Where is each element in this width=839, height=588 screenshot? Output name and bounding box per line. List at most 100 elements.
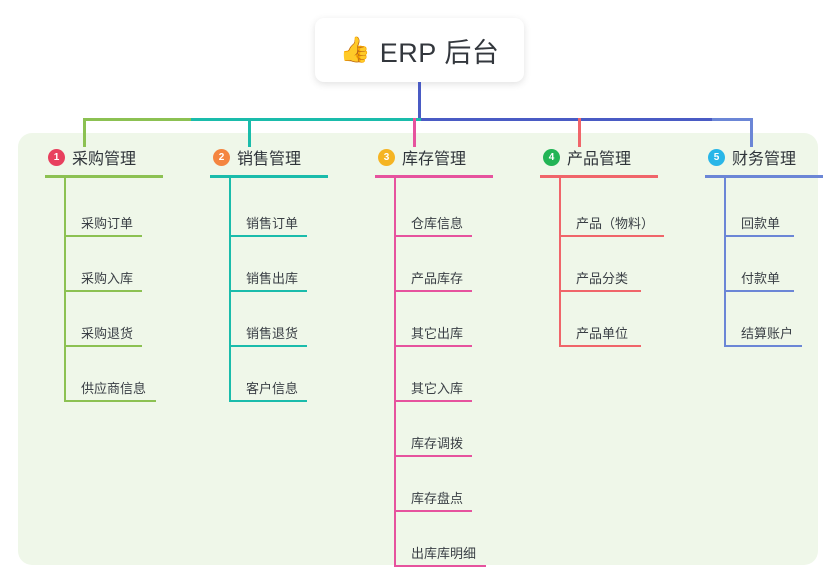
menu-item-label: 采购入库 <box>81 271 134 286</box>
category-header-3[interactable]: 3 库存管理 <box>360 140 466 174</box>
root-node-erp-backend[interactable]: 👍 ERP 后台 <box>315 18 524 82</box>
menu-item-underline <box>394 235 472 237</box>
menu-item[interactable]: 产品单位 <box>559 321 641 363</box>
menu-item[interactable]: 产品分类 <box>559 266 641 308</box>
menu-item-label: 销售订单 <box>246 216 299 231</box>
category-title-3: 库存管理 <box>402 151 467 168</box>
menu-item[interactable]: 采购退货 <box>64 321 142 363</box>
category-column-5: 5 财务管理回款单付款单结算账户 <box>690 140 823 347</box>
menu-item-label: 仓库信息 <box>411 216 464 231</box>
menu-item-label: 其它出库 <box>411 326 464 341</box>
drop-col5 <box>750 118 753 147</box>
category-title-4: 产品管理 <box>567 151 632 168</box>
menu-item[interactable]: 付款单 <box>724 266 794 308</box>
menu-item-label: 产品库存 <box>411 271 464 286</box>
menu-item-label: 出库库明细 <box>411 546 477 561</box>
menu-item-label: 产品（物料） <box>576 216 655 231</box>
bus-teal <box>191 118 423 121</box>
menu-item[interactable]: 客户信息 <box>229 376 307 418</box>
menu-item-underline <box>724 345 802 347</box>
menu-item[interactable]: 回款单 <box>724 211 794 253</box>
category-header-2[interactable]: 2 销售管理 <box>195 140 301 174</box>
category-underline-3 <box>375 175 493 178</box>
menu-item-underline <box>394 565 486 567</box>
category-title-5: 财务管理 <box>732 151 797 168</box>
menu-item-underline <box>394 400 472 402</box>
menu-item-underline <box>64 345 142 347</box>
category-underline-5 <box>705 175 823 178</box>
category-spine-4 <box>559 178 561 345</box>
category-badge-1: 1 <box>48 148 65 166</box>
menu-item[interactable]: 销售订单 <box>229 211 307 253</box>
bus-indigo <box>421 118 752 121</box>
menu-item[interactable]: 其它入库 <box>394 376 472 418</box>
category-badge-4: 4 <box>543 148 560 166</box>
menu-item-underline <box>559 345 641 347</box>
menu-item[interactable]: 销售退货 <box>229 321 307 363</box>
category-spine-5 <box>724 178 726 345</box>
menu-item[interactable]: 产品库存 <box>394 266 472 308</box>
category-column-1: 1 采购管理采购订单采购入库采购退货供应商信息 <box>30 140 163 402</box>
menu-item-underline <box>724 235 794 237</box>
category-column-4: 4 产品管理产品（物料） 产品分类产品单位 <box>525 140 664 347</box>
menu-item[interactable]: 销售出库 <box>229 266 307 308</box>
menu-item-underline <box>559 235 664 237</box>
menu-item-label: 采购订单 <box>81 216 134 231</box>
menu-item[interactable]: 采购入库 <box>64 266 142 308</box>
menu-item-underline <box>64 235 142 237</box>
drop-col2 <box>248 118 251 147</box>
category-header-4[interactable]: 4 产品管理 <box>525 140 631 174</box>
menu-item-label: 库存盘点 <box>411 491 464 506</box>
category-spine-3 <box>394 178 396 565</box>
menu-item-underline <box>394 345 472 347</box>
menu-item[interactable]: 出库库明细 <box>394 541 486 583</box>
menu-item-label: 付款单 <box>741 271 781 286</box>
menu-item-label: 库存调拨 <box>411 436 464 451</box>
menu-item-underline <box>229 290 307 292</box>
drop-col1 <box>83 118 86 147</box>
menu-item-underline <box>64 290 142 292</box>
category-column-2: 2 销售管理销售订单销售出库销售退货客户信息 <box>195 140 328 402</box>
category-header-5[interactable]: 5 财务管理 <box>690 140 796 174</box>
menu-item-label: 客户信息 <box>246 381 299 396</box>
category-title-2: 销售管理 <box>237 151 302 168</box>
category-badge-3: 3 <box>378 148 395 166</box>
menu-item[interactable]: 库存盘点 <box>394 486 472 528</box>
category-header-1[interactable]: 1 采购管理 <box>30 140 136 174</box>
category-spine-2 <box>229 178 231 400</box>
menu-item-underline <box>394 290 472 292</box>
category-column-3: 3 库存管理仓库信息产品库存其它出库其它入库库存调拨库存盘点出库库明细 <box>360 140 493 567</box>
category-badge-2: 2 <box>213 148 230 166</box>
menu-item-label: 供应商信息 <box>81 381 147 396</box>
menu-item[interactable]: 供应商信息 <box>64 376 156 418</box>
category-underline-4 <box>540 175 658 178</box>
menu-item-underline <box>559 290 641 292</box>
drop-root <box>418 82 421 121</box>
bus-green <box>83 118 193 121</box>
menu-item-underline <box>229 235 307 237</box>
menu-item[interactable]: 仓库信息 <box>394 211 472 253</box>
menu-item[interactable]: 产品（物料） <box>559 211 664 253</box>
menu-item[interactable]: 采购订单 <box>64 211 142 253</box>
category-underline-2 <box>210 175 328 178</box>
category-spine-1 <box>64 178 66 400</box>
menu-item-label: 采购退货 <box>81 326 134 341</box>
menu-item-label: 回款单 <box>741 216 781 231</box>
menu-item-label: 产品单位 <box>576 326 629 341</box>
menu-item[interactable]: 结算账户 <box>724 321 802 363</box>
menu-item[interactable]: 其它出库 <box>394 321 472 363</box>
menu-item-underline <box>64 400 156 402</box>
category-title-1: 采购管理 <box>72 151 137 168</box>
category-underline-1 <box>45 175 163 178</box>
thumbs-up-icon: 👍 <box>339 35 371 64</box>
menu-item-label: 产品分类 <box>576 271 629 286</box>
menu-item-label: 销售出库 <box>246 271 299 286</box>
menu-item-label: 其它入库 <box>411 381 464 396</box>
bus-blue <box>712 118 752 121</box>
menu-item-underline <box>229 400 307 402</box>
menu-item-label: 结算账户 <box>741 326 794 341</box>
menu-item-label: 销售退货 <box>246 326 299 341</box>
category-badge-5: 5 <box>708 148 725 166</box>
menu-item[interactable]: 库存调拨 <box>394 431 472 473</box>
